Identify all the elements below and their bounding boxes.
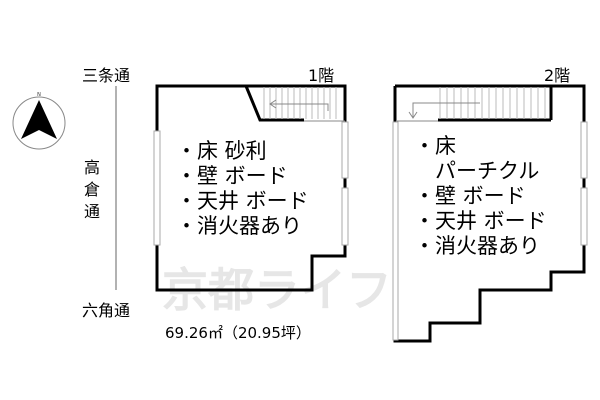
spec-item: ・床 砂利 (176, 139, 267, 163)
spec-item: ・床 (414, 134, 456, 158)
spec-item: ・消火器あり (176, 214, 302, 238)
floor2-plan (392, 84, 588, 343)
spec-item: ・壁 ボード (176, 164, 288, 188)
floor1-specs: ・床 砂利 ・壁 ボード ・天井 ボード ・消火器あり (176, 139, 309, 239)
compass-icon: N (12, 92, 66, 150)
floor2-label: 2階 (544, 66, 571, 85)
area-label: 69.26㎡（20.95坪） (165, 324, 311, 342)
floor1-plan (153, 84, 349, 292)
spec-item: ・天井 ボード (414, 209, 547, 233)
floor1-label: 1階 (308, 66, 335, 85)
floor2-specs: ・床 パーチクル ・壁 ボード ・天井 ボード ・消火器あり (414, 134, 547, 259)
spec-item: ・天井 ボード (176, 189, 309, 213)
spec-item: ・壁 ボード (414, 184, 526, 208)
street-west: 高倉通 (84, 158, 101, 221)
compass-label: N (37, 92, 41, 98)
street-south: 六角通 (82, 301, 131, 320)
spec-item: ・消火器あり (414, 234, 540, 258)
spec-item: パーチクル (414, 159, 540, 183)
street-north: 三条通 (82, 66, 131, 85)
